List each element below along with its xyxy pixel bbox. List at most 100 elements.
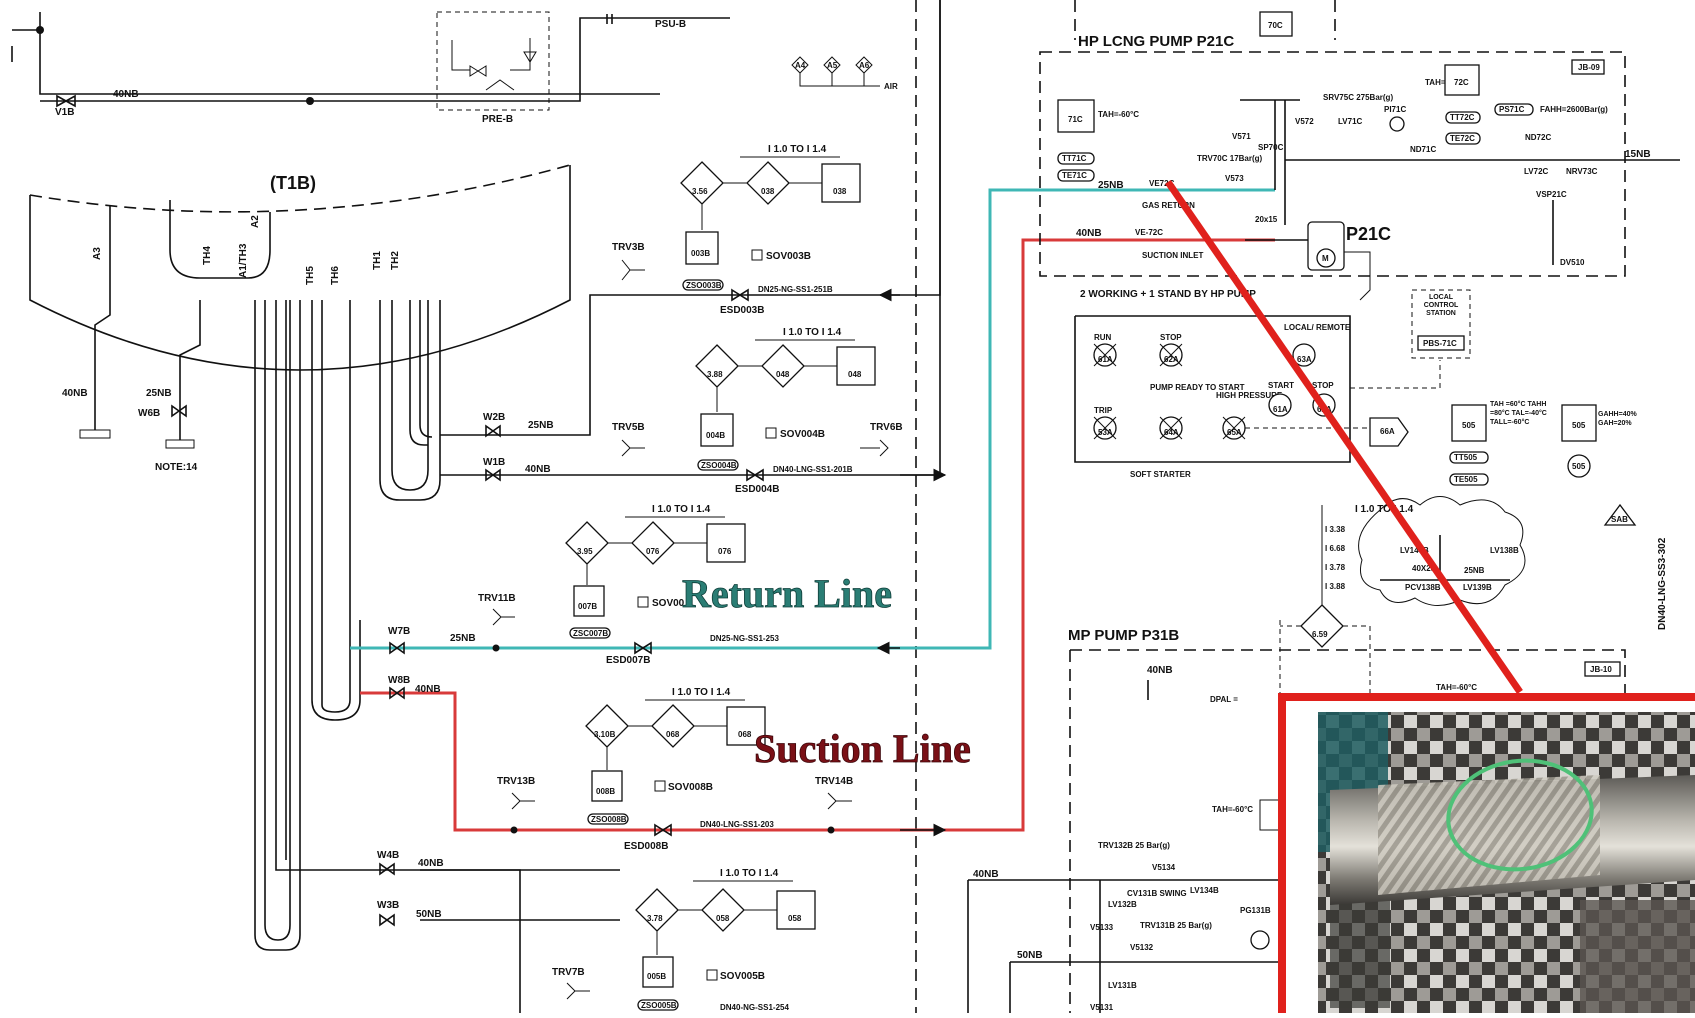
ti-505 [1451,404,1487,442]
zsc-003b-tag: 003B [691,249,710,258]
svg-text:LOCAL/ REMOTE: LOCAL/ REMOTE [1284,323,1351,332]
hand-switch-hs-068[interactable] [726,706,766,746]
trv14b-label: TRV14B [815,776,853,787]
stop-indicator: STOP 62A [1159,333,1183,367]
svg-text:61A: 61A [1098,355,1113,364]
hand-switch-hs-048[interactable] [836,346,876,386]
pbs-label: PBS-71C [1423,339,1457,348]
valve-w4b[interactable]: W4B [377,850,399,876]
ti-72c [1444,64,1480,96]
jb09-label: JB-09 [1578,63,1600,72]
line-dn40-203: DN40-LNG-SS1-203 [700,820,774,829]
esd007b-valve[interactable] [634,641,652,655]
tah-block: TAH =60°C TAHH =80°C TAL=-40°C TALL=-60°… [1490,401,1547,426]
zsc-004b [700,413,734,447]
tank-dip-tubes [79,205,521,1013]
te505-tag: TE505 [1454,475,1478,484]
qi-505 [1561,404,1597,442]
interlock-i-388-tag: 3.88 [707,370,723,379]
temp-70c-tag: 70C [1268,21,1283,30]
svg-text:53A: 53A [1098,428,1113,437]
te72c-tag: TE72C [1450,134,1475,143]
vertical-line-tag: DN40-LNG-SS3-302 [1657,537,1668,630]
tank-nozzle-th4: TH4 [202,246,213,265]
pipe-size-40nb-w1b: 40NB [525,464,551,475]
tah-minus-60-mp2: TAH=-60°C [1212,805,1253,814]
valve-w1b[interactable]: W1B [483,457,505,482]
lv134b-label: LV134B [1190,886,1219,895]
pipe-size-25nb-hp: 25NB [1098,180,1124,191]
valve-v1b[interactable]: V1B [55,94,76,118]
zsc-005b [642,956,674,988]
tank-nozzle-a1th3: A1/TH3 [238,243,249,278]
svg-text:M: M [1322,254,1329,263]
zso-008b-tag: ZSO008B [591,815,627,824]
svg-text:61A: 61A [1273,405,1288,414]
valve-w2b[interactable]: W2B [483,412,505,438]
trv131b-label: TRV131B 25 Bar(g) [1140,921,1212,930]
line-dn40-201b: DN40-LNG-SS1-201B [773,465,853,474]
highlight-ellipse [1446,758,1594,872]
nrv73c-label: NRV73C [1566,167,1598,176]
interlock-i-038-tag: 038 [761,187,775,196]
zso-008b [587,813,629,825]
tank-nozzle-th2: TH2 [390,251,401,270]
esd003b-block: I 1.0 TO I 1.4 3.56 038 038 003B ZSO003B… [612,144,861,316]
tank-nozzle-th6: TH6 [330,266,341,285]
valve-w6b-label: W6B [138,408,160,419]
air-label: AIR [884,82,898,91]
hand-switch-hs-076[interactable] [706,523,746,563]
esd003b-valve[interactable] [731,288,749,302]
dpal-label: DPAL = [1210,695,1238,704]
svg-text:6.59: 6.59 [1312,630,1328,639]
svg-text:25NB: 25NB [1464,566,1485,575]
trv6b-label: TRV6B [870,422,903,433]
range-label-007b: I 1.0 TO I 1.4 [652,504,711,515]
reducer-20x15: 20x15 [1255,215,1278,224]
esd008b-valve[interactable] [654,823,672,837]
jb09-box [1571,59,1605,75]
line-dn25-253: DN25-NG-SS1-253 [710,634,779,643]
start-button[interactable]: START 61A [1268,381,1294,417]
svg-text:63A: 63A [1297,355,1312,364]
vsp21c-label: VSP21C [1536,190,1567,199]
tah-minus-60-mp: TAH=-60°C [1436,683,1477,692]
zso-005b-tag: ZSO005B [641,1001,677,1010]
pump-control-panel: 2 WORKING + 1 STAND BY HP PUMP SOFT STAR… [1074,289,1471,479]
pipe-size-25nb-th4: 25NB [146,388,172,399]
cloud-revision [1358,496,1526,606]
interlock-i-395-tag: 3.95 [577,547,593,556]
interlock-i-659 [1300,604,1344,648]
note-14: NOTE:14 [155,462,198,473]
esd004b-valve[interactable] [746,468,764,482]
sab-label: SAB [1611,515,1628,524]
trv13b-label: TRV13B [497,776,535,787]
hand-switch-hs-038[interactable] [821,163,861,203]
local-control-label: LOCAL CONTROL STATION [1423,294,1459,317]
lv131b-label: LV131B [1108,981,1137,990]
local-remote-switch[interactable]: LOCAL/ REMOTE 63A [1284,323,1351,367]
zso-005b [637,999,679,1011]
trv70c-label: TRV70C 17Bar(g) [1197,154,1263,163]
hand-switch-hs-058[interactable] [776,890,816,930]
interlock-i-038 [746,161,790,205]
valve-w8b[interactable] [389,686,405,700]
svg-text:40X25: 40X25 [1412,564,1436,573]
svg-text:64A: 64A [1164,428,1179,437]
svg-text:PCV138B: PCV138B [1405,583,1441,592]
valve-w6b[interactable]: W6B [138,404,187,419]
sov004b-label: SOV004B [780,429,825,440]
dv510-label: DV510 [1560,258,1585,267]
valve-w3b-label: W3B [377,900,399,911]
pi71c-label: PI71C [1384,105,1406,114]
ps71c-tag: PS71C [1499,105,1525,114]
pg131b-label: PG131B [1240,906,1271,915]
valve-w7b[interactable] [389,641,405,655]
zsc-007b-tag: 007B [578,602,597,611]
esd007b-label: ESD007B [606,655,650,666]
svg-text:I 3.38: I 3.38 [1325,525,1346,534]
svg-text:TRIP: TRIP [1094,406,1113,415]
valve-w3b[interactable]: W3B [377,900,399,927]
tah-minus-60: TAH=-60°C [1098,110,1139,119]
analyzer-a6: A6 [859,61,870,70]
